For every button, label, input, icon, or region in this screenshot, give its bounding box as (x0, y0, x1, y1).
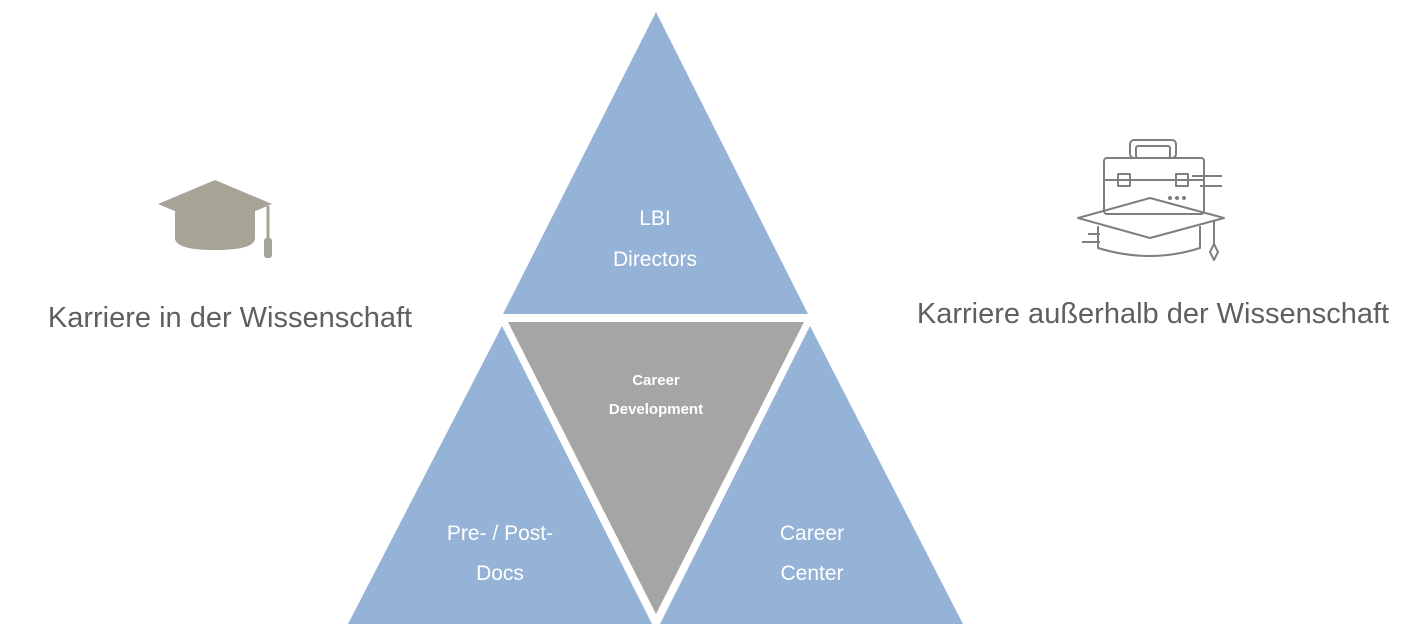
career-development-label-line2: Development (609, 401, 703, 418)
career-in-science-label: Karriere in der Wissenschaft (47, 302, 413, 334)
graduation-cap-icon (158, 180, 272, 258)
triangle-career-center (660, 326, 963, 624)
lbi-directors-label-line2: Directors (613, 248, 697, 271)
career-outside-science-label: Karriere außerhalb der Wissenschaft (916, 298, 1390, 330)
triangle-career-development (508, 322, 804, 614)
pre-post-docs-label-line2: Docs (476, 562, 524, 585)
career-center-label-line2: Center (780, 562, 843, 585)
triangle-lbi-directors (503, 12, 808, 314)
lbi-directors-label-line1: LBI (639, 207, 671, 230)
pre-post-docs-label-line1: Pre- / Post- (447, 522, 553, 545)
briefcase-graduation-cap-icon (1077, 139, 1225, 261)
career-development-label-line1: Career (632, 372, 680, 389)
career-center-label-line1: Career (780, 522, 844, 545)
triangle-pre-post-docs (348, 326, 652, 624)
